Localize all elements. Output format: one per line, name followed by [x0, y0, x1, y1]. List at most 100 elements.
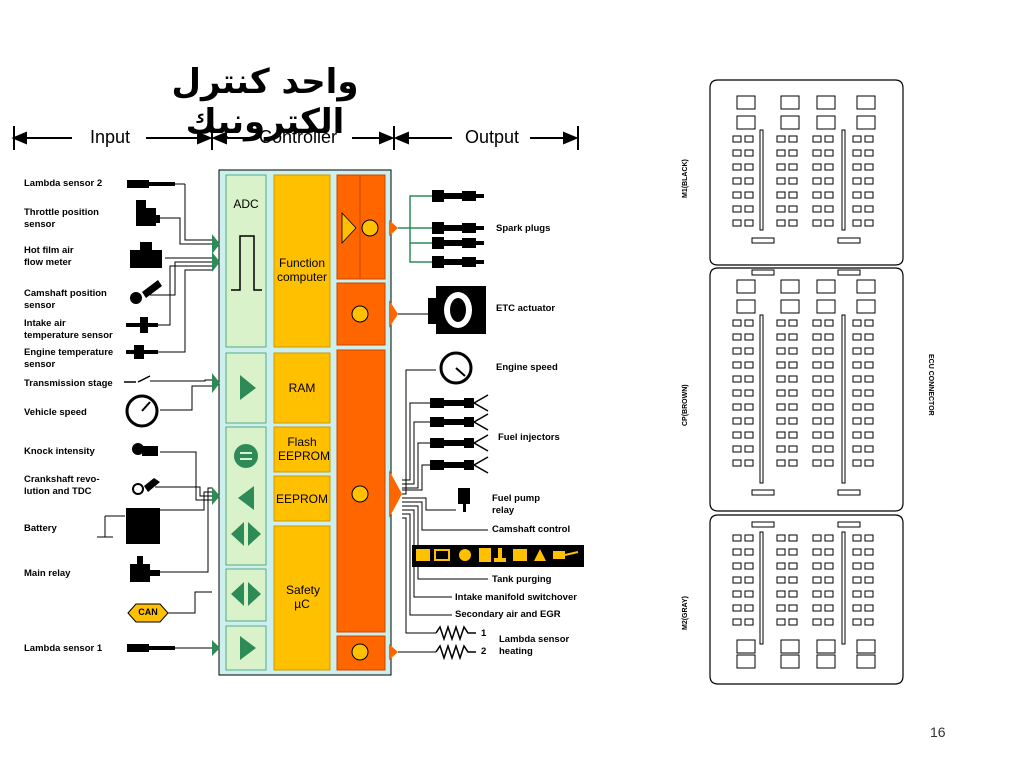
- connector-pin: [744, 205, 754, 213]
- connector-pin: [736, 95, 756, 110]
- connector-pin: [812, 149, 822, 157]
- connector-pin: [776, 403, 786, 411]
- connector-pin: [824, 177, 834, 185]
- connector-pin: [864, 135, 874, 143]
- connector-pin: [732, 149, 742, 157]
- connector-pin: [812, 361, 822, 369]
- connector-pin: [788, 163, 798, 171]
- connector-pin: [788, 534, 798, 542]
- connector-pins: [732, 95, 876, 669]
- port-arrow-icon: [240, 375, 256, 400]
- connector-pin: [788, 361, 798, 369]
- adc-block: [225, 174, 267, 348]
- connector-pin: [864, 149, 874, 157]
- bidir-icon-left: [231, 522, 244, 546]
- adc-pulse-icon: [231, 235, 262, 291]
- connector-pin: [776, 604, 786, 612]
- connector-pin: [776, 459, 786, 467]
- header-controller: Controller: [259, 127, 338, 147]
- temp-lamp-icon: [498, 548, 502, 562]
- connector-pin: [759, 314, 764, 484]
- connector-pin: [841, 129, 846, 231]
- connector-pin: [812, 562, 822, 570]
- connector-pin: [864, 205, 874, 213]
- connector-pin: [824, 333, 834, 341]
- connector-pin: [852, 618, 862, 626]
- connector-pin: [812, 431, 822, 439]
- connector-pin: [824, 618, 834, 626]
- connector-pin: [776, 548, 786, 556]
- m1-connector: [709, 79, 904, 266]
- connector-pin: [816, 279, 836, 294]
- ecu-connector-diagram: [709, 79, 904, 685]
- connector-pin: [852, 389, 862, 397]
- connector-pin: [732, 347, 742, 355]
- connector-pin: [776, 375, 786, 383]
- connector-pin: [788, 389, 798, 397]
- connector-pin: [864, 445, 874, 453]
- connector-pin: [852, 459, 862, 467]
- connector-pin: [824, 135, 834, 143]
- connector-pin: [732, 205, 742, 213]
- connector-pin: [744, 445, 754, 453]
- connector-pin: [852, 375, 862, 383]
- connector-pin: [841, 531, 846, 645]
- connector-pin: [732, 389, 742, 397]
- connector-pin: [751, 521, 775, 528]
- connector-pin: [812, 417, 822, 425]
- connector-pin: [812, 389, 822, 397]
- connector-pin: [852, 534, 862, 542]
- connector-pin: [776, 191, 786, 199]
- connector-pin: [732, 534, 742, 542]
- connector-pin: [732, 604, 742, 612]
- connector-pin: [744, 403, 754, 411]
- input-crankshaft: Crankshaft revo- lution and TDC: [24, 474, 100, 497]
- connector-pin: [776, 389, 786, 397]
- output-secondary-air: Secondary air and EGR: [455, 609, 561, 620]
- connector-pin: [751, 237, 775, 244]
- connector-pin: [864, 604, 874, 612]
- connector-pin: [744, 389, 754, 397]
- camshaft-sensor-icon: [130, 292, 142, 304]
- connector-pin: [788, 618, 798, 626]
- air-flow-meter-icon: [130, 250, 162, 268]
- connector-pin: [732, 618, 742, 626]
- connector-pin: [744, 347, 754, 355]
- connector-pin: [816, 654, 836, 669]
- input-lambda-sensor-1: Lambda sensor 1: [24, 643, 103, 654]
- connector-pin: [812, 319, 822, 327]
- connector-pin: [864, 417, 874, 425]
- lights-lamp-icon: [434, 549, 450, 561]
- connector-pin: [751, 269, 775, 276]
- connector-pin: [732, 163, 742, 171]
- connector-pin: [744, 604, 754, 612]
- connector-pin: [732, 191, 742, 199]
- lambda-sensor-1-icon: [127, 644, 149, 652]
- connector-title: ECU CONNECTOR: [927, 354, 934, 416]
- connector-pin: [824, 319, 834, 327]
- connector-pin: [852, 177, 862, 185]
- connector-pin: [812, 333, 822, 341]
- eeprom-block: [273, 475, 331, 522]
- cp-connector: [709, 267, 904, 512]
- connector-pin: [736, 115, 756, 130]
- connector-pin: [744, 149, 754, 157]
- connector-pin: [732, 548, 742, 556]
- connector-pin: [744, 319, 754, 327]
- connector-pin: [759, 129, 764, 231]
- flash-block: [273, 426, 331, 473]
- connector-pin: [736, 639, 756, 654]
- connector-pin: [732, 417, 742, 425]
- connector-pin: [788, 135, 798, 143]
- oil-lamp-icon: [553, 551, 565, 559]
- connector-pin: [788, 347, 798, 355]
- output-camshaft-control: Camshaft control: [492, 524, 571, 535]
- port-arrow-left-icon: [238, 486, 254, 510]
- connector-pin: [732, 590, 742, 598]
- connector-pin: [864, 163, 874, 171]
- slide-title: واحد كنترل الكترونيك: [171, 62, 359, 142]
- connector-pin: [776, 618, 786, 626]
- connector-pin: [824, 403, 834, 411]
